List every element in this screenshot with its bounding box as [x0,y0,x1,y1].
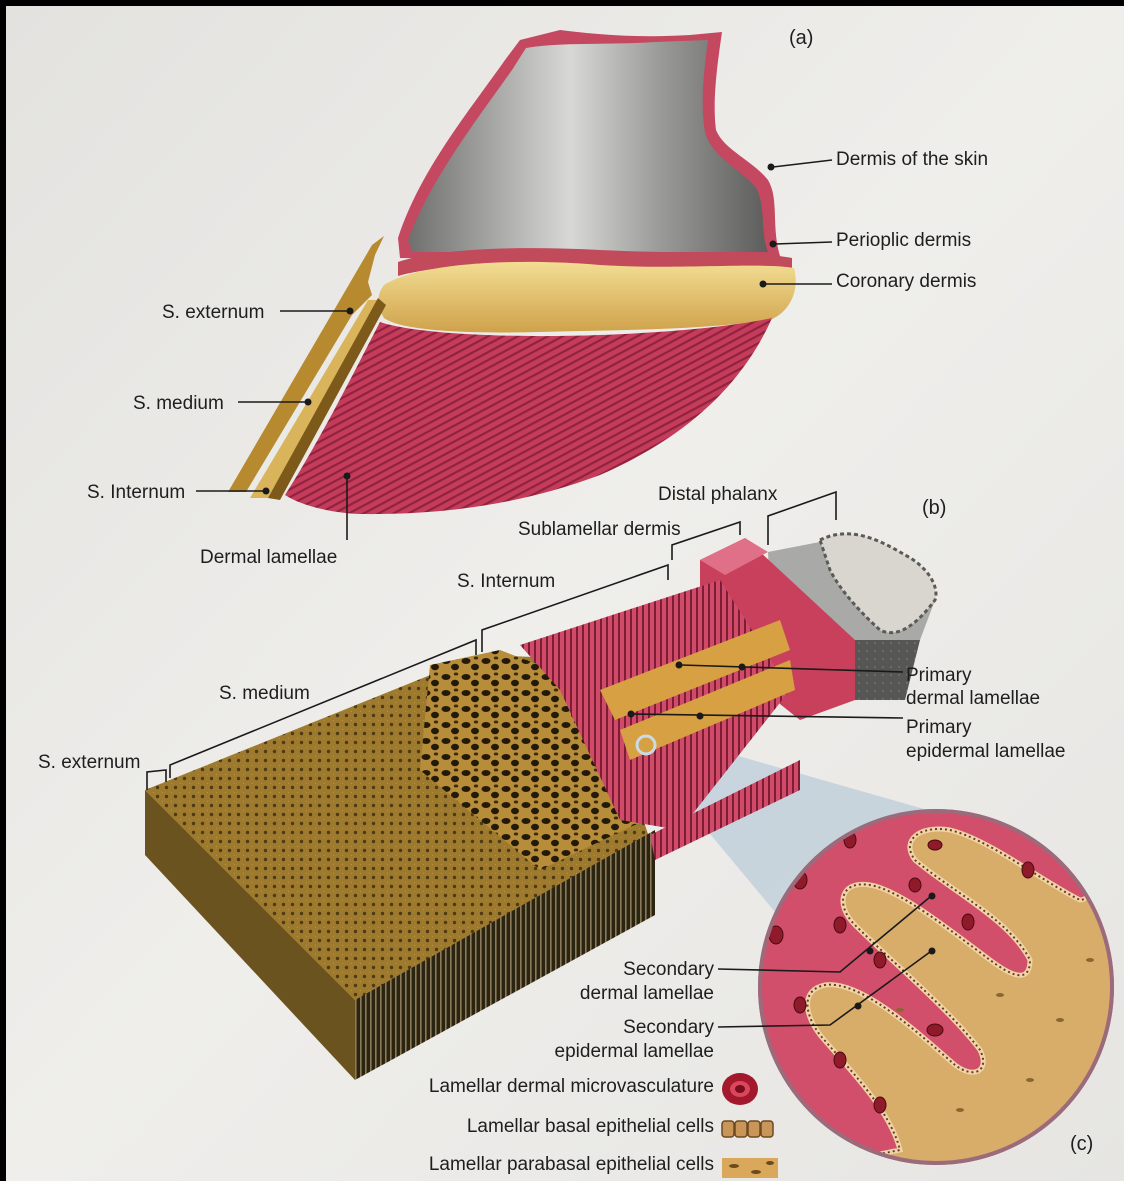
legend: Lamellar dermal microvasculature Lamella… [429,1073,778,1178]
label-primary-dermal-line2: dermal lamellae [906,688,1040,709]
label-primary-epidermal-line2: epidermal lamellae [906,741,1065,762]
label-b-s-medium: S. medium [219,683,310,704]
label-secondary-dermal-line2: dermal lamellae [580,983,714,1004]
label-dermal-lamellae: Dermal lamellae [200,547,337,568]
legend-item-microvasculature: Lamellar dermal microvasculature [429,1076,714,1097]
legend-item-parabasal-cells: Lamellar parabasal epithelial cells [429,1154,714,1175]
label-b-s-internum: S. Internum [457,571,555,592]
label-dermis-of-skin: Dermis of the skin [836,149,988,170]
label-primary-dermal-line1: Primary [906,665,972,686]
label-a-s-externum: S. externum [162,302,264,323]
legend-item-basal-cells: Lamellar basal epithelial cells [467,1116,714,1137]
label-a-s-medium: S. medium [133,393,224,414]
label-sublamellar-dermis: Sublamellar dermis [518,519,681,540]
basal-cells-icon [722,1121,773,1137]
label-a-s-internum: S. Internum [87,482,185,503]
panel-c-tag: (c) [1070,1133,1093,1155]
panel-a-tag: (a) [789,27,813,49]
label-primary-epidermal-line1: Primary [906,717,972,738]
label-distal-phalanx: Distal phalanx [658,484,778,505]
coronary-band [378,262,795,333]
panel-b-tag: (b) [922,497,946,519]
label-b-s-externum: S. externum [38,752,140,773]
label-secondary-epidermal-line1: Secondary [623,1017,714,1038]
red-blood-vessel-icon [722,1073,758,1105]
label-perioplic-dermis: Perioplic dermis [836,230,971,251]
label-coronary-dermis: Coronary dermis [836,271,976,292]
label-secondary-dermal-line1: Secondary [623,959,714,980]
label-secondary-epidermal-line2: epidermal lamellae [555,1041,714,1062]
parabasal-cells-icon [722,1158,778,1178]
